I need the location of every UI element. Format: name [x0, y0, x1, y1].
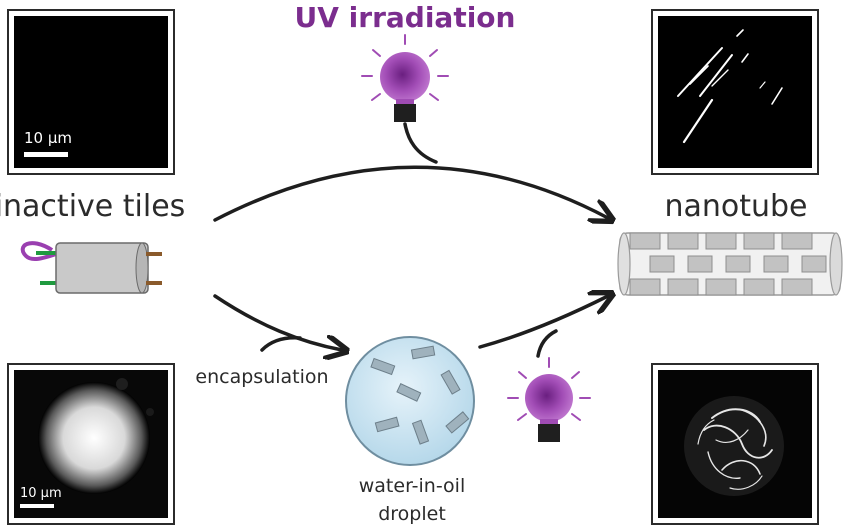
page-title: UV irradiation — [295, 1, 516, 34]
uv-input-arrow-top — [403, 122, 438, 164]
label-droplet-line1: water-in-oil — [359, 475, 466, 497]
tile-monomer-icon — [20, 241, 162, 294]
uv-input-arrow-bottom — [536, 329, 558, 358]
droplet-icon — [345, 336, 475, 466]
micrograph-top-right — [651, 9, 819, 175]
arrow-to-droplet — [213, 294, 342, 350]
arrows — [213, 122, 608, 358]
nanotube-icon — [617, 232, 843, 296]
encapsulation-input-arrow — [260, 336, 302, 352]
nanotube-filaments — [677, 29, 783, 144]
label-encapsulation: encapsulation — [195, 366, 328, 388]
label-nanotube: nanotube — [664, 189, 807, 224]
nanotube-network — [697, 408, 773, 490]
scale-bar-top-left — [24, 152, 68, 157]
micrograph-bottom-left: 10 µm — [7, 363, 175, 525]
scale-bar-label-top-left: 10 µm — [24, 129, 72, 147]
scale-bar-label-bottom-left: 10 µm — [20, 486, 62, 501]
label-inactive-tiles: inactive tiles — [0, 189, 185, 224]
label-droplet-line2: droplet — [378, 503, 446, 525]
uv-bulb-icon — [507, 357, 591, 442]
uv-bulb-icon — [361, 34, 449, 122]
micrograph-bottom-right — [651, 363, 819, 525]
arrow-top — [213, 165, 608, 220]
micrograph-top-left: 10 µm — [7, 9, 175, 175]
arrow-from-droplet — [478, 296, 608, 349]
scale-bar-bottom-left — [20, 504, 54, 508]
fluorescent-droplet — [38, 382, 150, 494]
